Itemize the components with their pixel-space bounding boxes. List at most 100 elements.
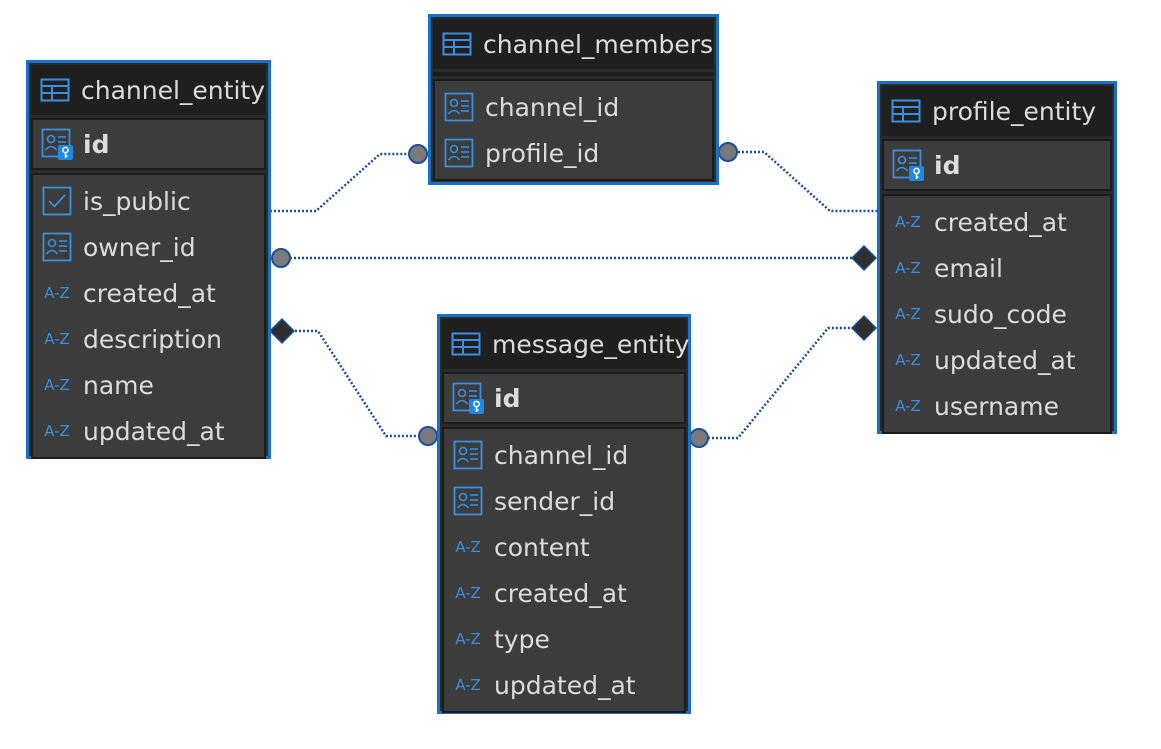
column-name: updated_at (934, 345, 1076, 375)
column-row[interactable]: A-Z updated_at (884, 337, 1110, 383)
column-name: profile_id (485, 138, 600, 168)
entity-title: channel_entity (81, 75, 265, 105)
column-name: description (83, 324, 223, 354)
entity-title: message_entity (492, 329, 690, 359)
column-row[interactable]: sender_id (444, 478, 684, 524)
table-icon (441, 28, 473, 60)
table-icon (39, 74, 71, 106)
column-name: created_at (83, 278, 216, 308)
column-name: owner_id (83, 232, 196, 262)
text-az-icon: A-Z (455, 630, 481, 648)
pk-row[interactable]: id (33, 120, 109, 168)
column-name: updated_at (494, 670, 636, 700)
rel-endpoint-diamond (850, 314, 878, 342)
column-row[interactable]: owner_id (33, 224, 264, 270)
rel-message-entity-to-channel-entity[interactable] (283, 329, 426, 438)
column-row[interactable]: A-Z username (884, 383, 1110, 429)
key-column-icon (41, 128, 73, 160)
column-name: updated_at (83, 416, 225, 446)
column-name: id (83, 129, 110, 159)
rel-channel-members-to-channel-entity[interactable] (270, 152, 416, 213)
pk-row[interactable]: id (884, 141, 960, 189)
table-icon (890, 95, 922, 127)
rel-endpoint-circle (418, 426, 438, 446)
column-name: created_at (934, 207, 1067, 237)
column-row[interactable]: A-Z content (444, 524, 684, 570)
text-az-icon: A-Z (44, 422, 70, 440)
entity-header[interactable]: message_entity (442, 319, 690, 369)
entity-header[interactable]: channel_members (433, 19, 714, 69)
column-name: content (494, 532, 590, 562)
primary-key-section: id (882, 139, 1112, 191)
column-name: id (934, 150, 961, 180)
column-name: channel_id (494, 440, 629, 470)
column-row[interactable]: profile_id (435, 130, 712, 176)
column-name: created_at (494, 578, 627, 608)
rel-endpoint-circle (271, 248, 291, 268)
text-az-icon: A-Z (895, 259, 921, 277)
column-row[interactable]: A-Z name (33, 362, 264, 408)
column-row[interactable]: A-Z type (444, 616, 684, 662)
column-row[interactable]: channel_id (444, 432, 684, 478)
column-name: name (83, 370, 154, 400)
rel-endpoint-diamond (850, 244, 878, 272)
entity-channel-members[interactable]: channel_members channel_id profile_id (428, 14, 719, 185)
checkbox-icon (41, 185, 73, 217)
primary-key-section: id (442, 372, 686, 424)
primary-key-section: id (31, 118, 266, 170)
rel-endpoint-circle (689, 428, 709, 448)
column-name: id (494, 383, 521, 413)
text-az-icon: A-Z (44, 284, 70, 302)
entity-header[interactable]: profile_entity (882, 86, 1112, 136)
text-az-icon: A-Z (44, 330, 70, 348)
primary-key-section (433, 72, 714, 76)
text-az-icon: A-Z (895, 397, 921, 415)
foreign-key-icon (452, 439, 484, 471)
column-name: email (934, 253, 1003, 283)
column-name: type (494, 624, 550, 654)
column-name: is_public (83, 186, 191, 216)
column-row[interactable]: A-Z sudo_code (884, 291, 1110, 337)
rel-message-entity-to-profile-entity[interactable] (700, 326, 862, 440)
rel-endpoint-diamond (268, 317, 296, 345)
column-name: username (934, 391, 1059, 421)
columns-section: channel_id sender_id A-Z content A-Z cre… (442, 427, 686, 713)
entity-title: channel_members (483, 29, 714, 59)
entity-channel-entity[interactable]: channel_entity id is_public owner_id A-Z… (26, 60, 271, 459)
text-az-icon: A-Z (895, 213, 921, 231)
text-az-icon: A-Z (455, 538, 481, 556)
column-row[interactable]: A-Z updated_at (33, 408, 264, 454)
text-az-icon: A-Z (455, 676, 481, 694)
text-az-icon: A-Z (44, 376, 70, 394)
column-row[interactable]: A-Z updated_at (444, 662, 684, 708)
foreign-key-icon (452, 485, 484, 517)
foreign-key-icon (443, 91, 475, 123)
key-column-icon (892, 149, 924, 181)
column-row[interactable]: channel_id (435, 84, 712, 130)
column-row[interactable]: A-Z created_at (884, 199, 1110, 245)
column-name: sender_id (494, 486, 616, 516)
columns-section: is_public owner_id A-Z created_at A-Z de… (31, 173, 266, 459)
column-name: sudo_code (934, 299, 1067, 329)
column-name: channel_id (485, 92, 620, 122)
column-row[interactable]: A-Z description (33, 316, 264, 362)
column-row[interactable]: is_public (33, 178, 264, 224)
column-row[interactable]: A-Z created_at (444, 570, 684, 616)
table-icon (450, 328, 482, 360)
entity-profile-entity[interactable]: profile_entity id A-Z created_at A-Z ema… (877, 81, 1117, 434)
entity-header[interactable]: channel_entity (31, 65, 266, 115)
text-az-icon: A-Z (895, 305, 921, 323)
columns-section: A-Z created_at A-Z email A-Z sudo_code A… (882, 194, 1112, 434)
rel-endpoint-circle (408, 144, 428, 164)
column-row[interactable]: A-Z created_at (33, 270, 264, 316)
text-az-icon: A-Z (455, 584, 481, 602)
entity-title: profile_entity (932, 96, 1097, 126)
column-row[interactable]: A-Z email (884, 245, 1110, 291)
text-az-icon: A-Z (895, 351, 921, 369)
columns-section: channel_id profile_id (433, 79, 714, 181)
entity-message-entity[interactable]: message_entity id channel_id sender_id A… (437, 314, 691, 714)
rel-channel-members-to-profile-entity[interactable] (730, 150, 880, 213)
pk-row[interactable]: id (444, 374, 520, 422)
foreign-key-icon (443, 137, 475, 169)
rel-endpoint-circle (718, 142, 738, 162)
